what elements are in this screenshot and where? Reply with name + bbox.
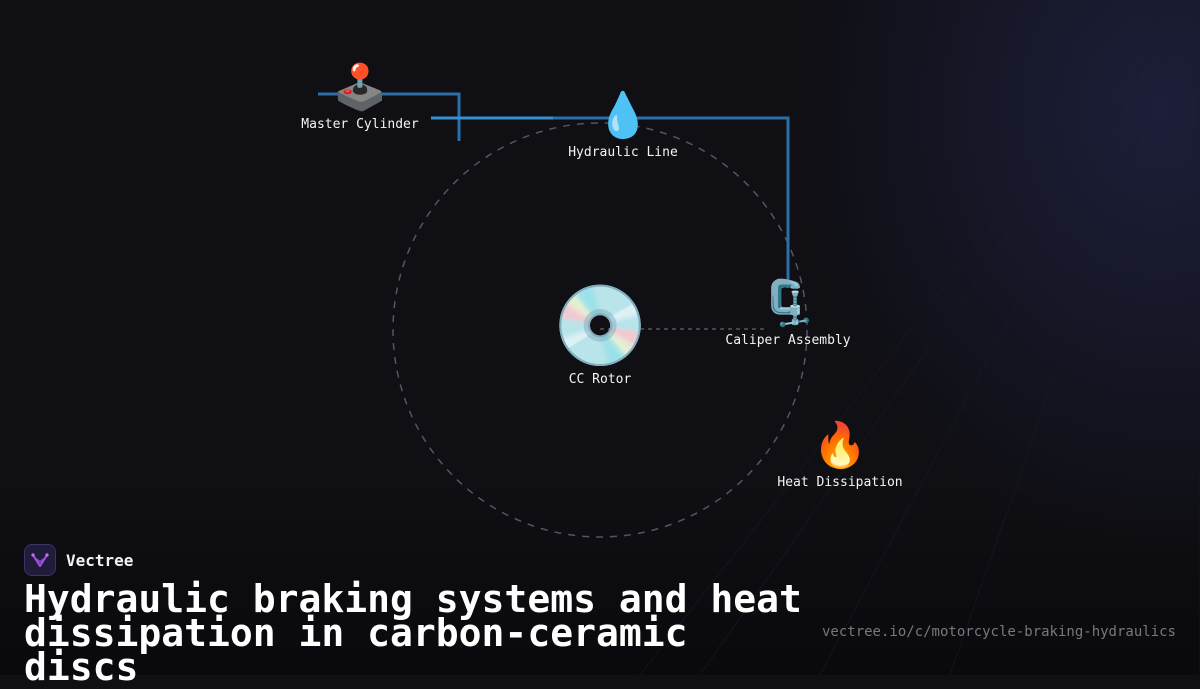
brand: Vectree (24, 544, 133, 576)
brand-name: Vectree (66, 550, 134, 570)
node-master-cylinder: 🕹️ Master Cylinder (301, 63, 418, 133)
disc-icon: 💿 (551, 281, 649, 371)
page-title: Hydraulic braking systems and heat dissi… (24, 577, 802, 689)
rotor-label: CC Rotor (568, 372, 632, 387)
hydraulic-line-label: Hydraulic Line (568, 145, 678, 160)
fire-icon: 🔥 (812, 420, 868, 471)
node-heat: 🔥 Heat Dissipation (777, 421, 902, 491)
droplet-icon: 💧 (595, 90, 651, 141)
vectree-logo-icon (24, 544, 56, 576)
source-url: vectree.io/c/motorcycle-braking-hydrauli… (821, 624, 1176, 640)
hydraulic-path-master (318, 92, 461, 141)
node-rotor: 💿 CC Rotor (551, 284, 648, 388)
joystick-icon: 🕹️ (332, 62, 388, 113)
node-caliper: 🗜️ Caliper Assembly (725, 279, 850, 349)
orbit-circle (392, 122, 808, 538)
caliper-label: Caliper Assembly (725, 333, 851, 348)
node-hydraulic-line: 💧 Hydraulic Line (568, 91, 678, 161)
background-glow (0, 0, 1200, 675)
background-rays (639, 0, 1200, 675)
braking-diagram (318, 92, 808, 538)
heat-label: Heat Dissipation (777, 475, 903, 490)
master-cylinder-label: Master Cylinder (301, 117, 419, 132)
clamp-icon: 🗜️ (760, 278, 816, 329)
